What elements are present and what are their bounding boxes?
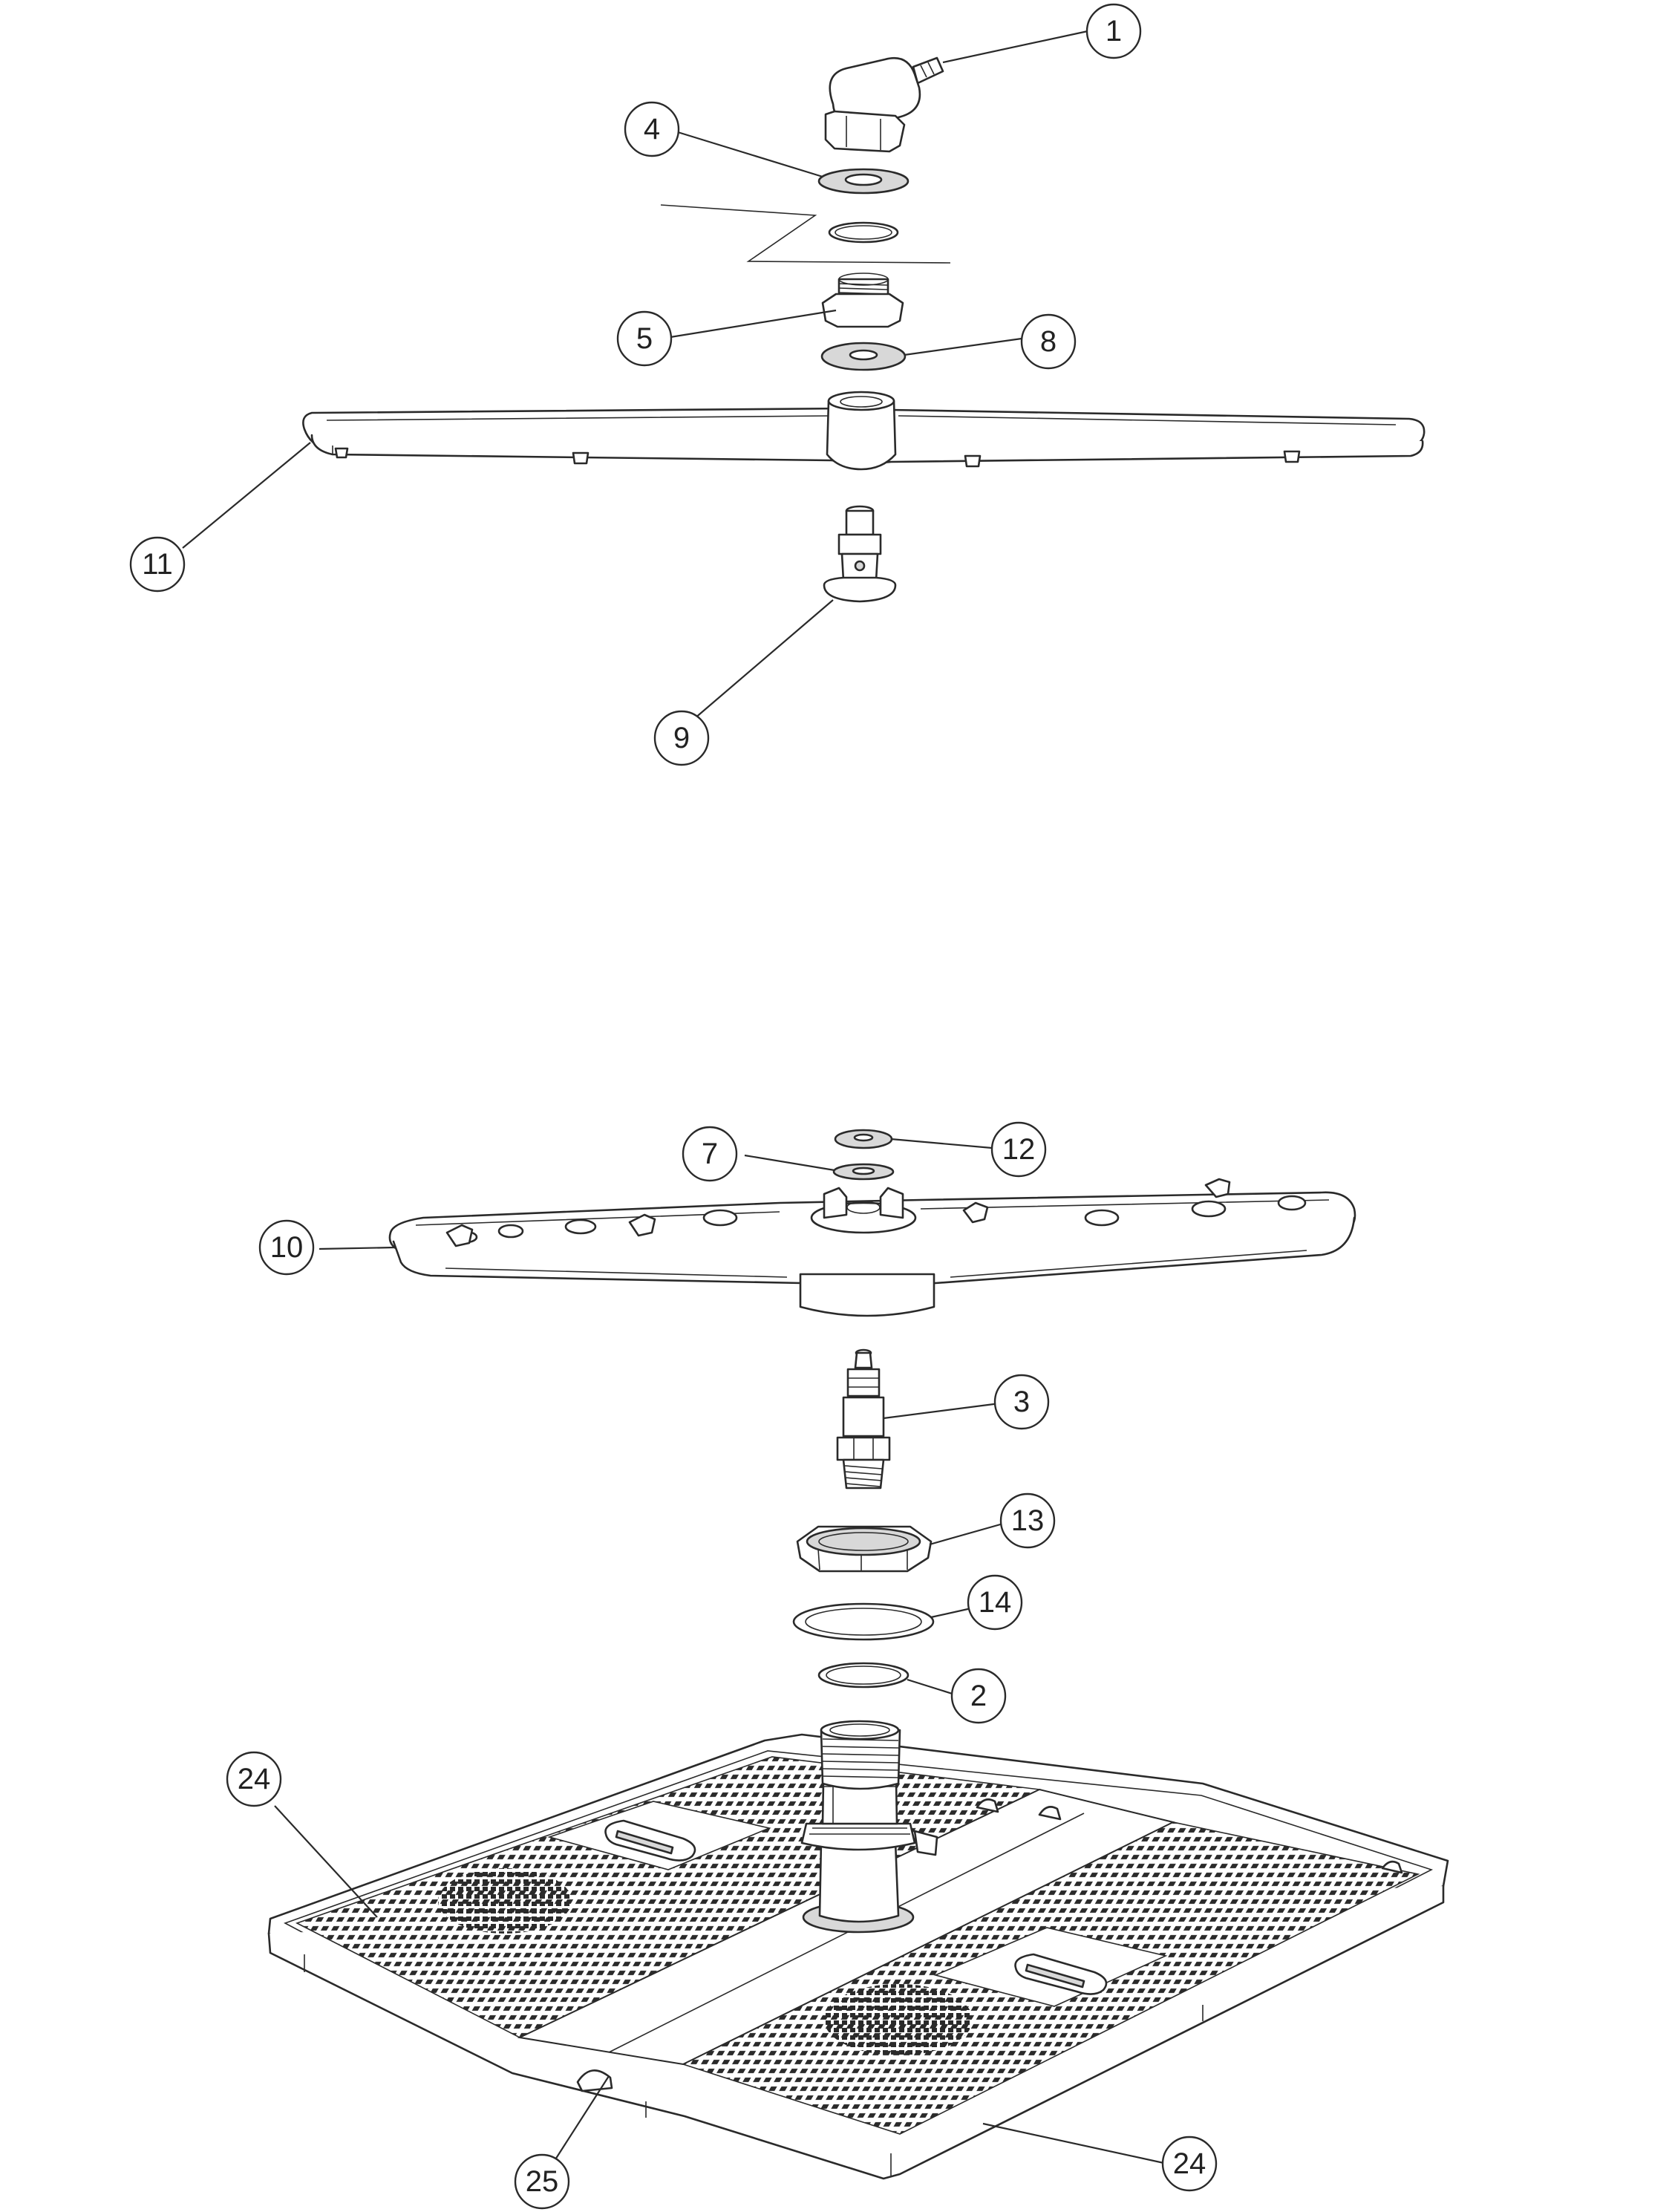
washer-part-7 [832,1163,895,1181]
callout-4: 4 [624,101,680,157]
callout-9: 9 [653,710,710,766]
washer-part-4 [817,168,910,195]
callout-11: 11 [129,536,186,593]
callout-label: 25 [526,2165,559,2198]
callout-2: 2 [950,1668,1007,1724]
gasket-part-14 [792,1602,935,1641]
hex-nut-part-13 [796,1525,933,1573]
callout-1: 1 [1085,3,1142,59]
callout-label: 14 [979,1586,1012,1619]
bearing-pin-part-9 [823,505,897,603]
washer-part-12 [834,1129,893,1149]
callout-label: 13 [1011,1504,1045,1537]
callout-label: 2 [970,1680,987,1712]
callout-7: 7 [682,1126,738,1182]
filter-handle-left [604,1819,696,1862]
callout-label: 7 [702,1138,718,1170]
o-ring-part-2 [817,1662,910,1689]
spindle-part-3 [836,1348,891,1490]
washer-part-8 [820,342,907,371]
callout-label: 10 [270,1231,304,1264]
o-ring-upper [828,221,899,244]
callout-8: 8 [1020,313,1077,370]
callout-label: 8 [1040,325,1057,358]
callout-label: 11 [142,548,173,581]
elbow-fitting-part-1 [824,56,944,153]
callout-label: 9 [673,722,690,754]
callout-label: 5 [636,322,653,355]
spray-arm-lower-part-10 [388,1178,1356,1317]
callout-5: 5 [616,310,673,367]
callout-13: 13 [999,1492,1056,1549]
filter-handle-right [1014,1953,1108,1995]
callout-3: 3 [993,1374,1050,1430]
filter-center-pipe [800,1720,938,1934]
threaded-nipple-part-5 [821,273,904,328]
callout-14: 14 [967,1574,1023,1631]
break-line [660,204,951,264]
callout-label: 12 [1002,1133,1036,1166]
filter-plate-assembly [267,1720,1449,2180]
callout-label: 1 [1106,15,1122,48]
callout-24-right: 24 [1161,2136,1218,2192]
callout-label: 3 [1013,1386,1030,1418]
spray-arm-upper-part-11 [302,391,1426,471]
callout-label: 24 [238,1763,271,1795]
callout-label: 24 [1173,2147,1206,2180]
callout-25: 25 [514,2153,570,2210]
callout-12: 12 [990,1121,1047,1178]
callout-label: 4 [644,113,660,146]
callout-10: 10 [258,1219,315,1276]
callout-24-left: 24 [226,1751,282,1807]
